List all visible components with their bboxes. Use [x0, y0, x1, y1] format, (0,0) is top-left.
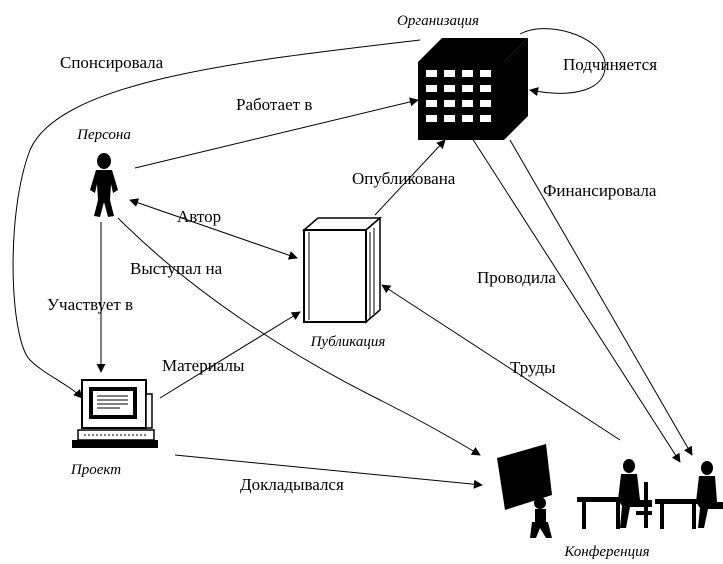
label-participates-in: Участвует в: [47, 295, 133, 314]
edge-published: [374, 139, 446, 216]
edge-author: [129, 198, 298, 260]
edge-reported: [174, 454, 483, 489]
label-reported: Докладывался: [240, 475, 344, 494]
edge-works-in: [134, 97, 419, 169]
person-label: Персона: [76, 127, 131, 143]
edge-conducted: [471, 137, 681, 463]
label-conducted: Проводила: [477, 268, 556, 287]
edge-financed: [509, 139, 693, 456]
computer-icon: [72, 379, 158, 448]
project-node[interactable]: Проект: [70, 379, 158, 478]
conference-icon: [497, 444, 723, 538]
conference-node[interactable]: Конференция: [497, 444, 723, 560]
label-subordinate: Подчиняется: [563, 55, 657, 74]
person-icon: [90, 153, 118, 217]
label-materials: Материалы: [162, 356, 245, 375]
publication-label: Публикация: [310, 334, 386, 350]
person-node[interactable]: Персона: [76, 127, 131, 217]
label-proceedings: Труды: [510, 358, 556, 377]
building-icon: [418, 38, 528, 140]
edge-spoke-at: [117, 217, 481, 456]
organization-label: Организация: [397, 13, 479, 29]
project-label: Проект: [70, 462, 121, 478]
edge-subordinate: [519, 28, 606, 96]
edge-proceedings: [381, 284, 621, 441]
label-published: Опубликована: [352, 169, 456, 188]
edge-sponsored: [12, 39, 421, 399]
edge-materials: [159, 311, 301, 399]
label-works-in: Работает в: [236, 95, 312, 114]
label-financed: Финансировала: [543, 181, 657, 200]
organization-node[interactable]: Организация: [397, 13, 528, 140]
label-spoke-at: Выступал на: [130, 259, 223, 278]
conference-label: Конференция: [563, 544, 649, 560]
label-sponsored: Спонсировала: [60, 53, 164, 72]
publication-node[interactable]: Публикация: [301, 216, 386, 350]
book-icon: [301, 216, 383, 324]
label-author: Автор: [177, 207, 221, 226]
